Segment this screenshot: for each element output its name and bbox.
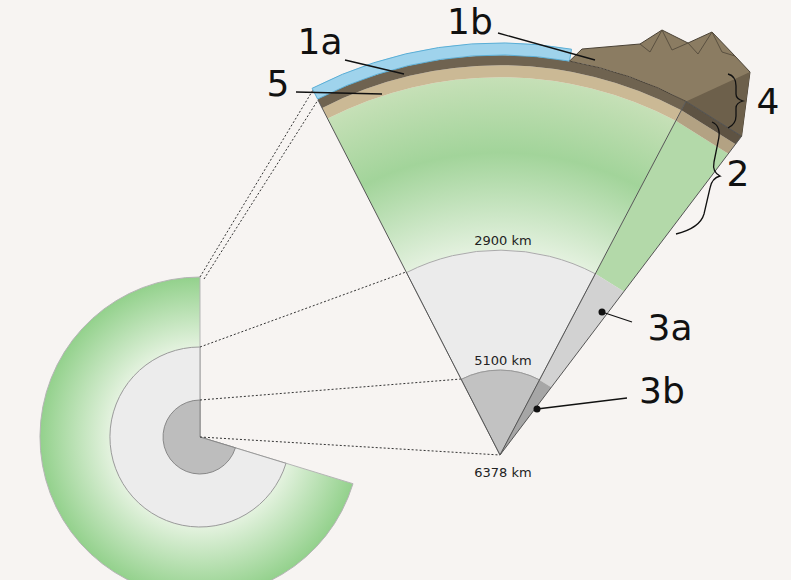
callout-number: 1b (447, 4, 493, 40)
brace (676, 122, 720, 234)
leader-dot (534, 406, 541, 413)
depth-label: 5100 km (474, 354, 531, 367)
leader-lines (296, 33, 743, 409)
callout-number: 4 (757, 84, 780, 120)
callout-number: 1a (298, 24, 343, 60)
callout-number: 3a (648, 310, 693, 346)
depth-label: 2900 km (474, 234, 531, 247)
globe-section (40, 277, 353, 580)
leader-dot (599, 309, 606, 316)
brace (728, 74, 743, 128)
callout-number: 5 (267, 66, 290, 102)
depth-label: 6378 km (474, 466, 531, 479)
callout-number: 2 (727, 156, 750, 192)
callout-number: 3b (639, 373, 685, 409)
